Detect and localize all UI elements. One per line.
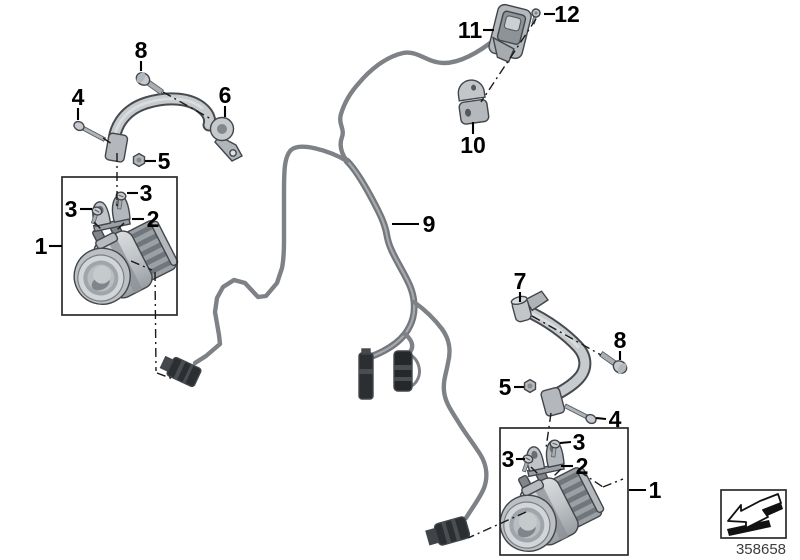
hex-bolt-left xyxy=(133,69,166,98)
callout-8-right[interactable]: 8 xyxy=(614,327,627,353)
connector-stub-a xyxy=(358,348,374,400)
callout-10[interactable]: 10 xyxy=(460,132,486,158)
switch-screw xyxy=(531,8,541,25)
callout-9[interactable]: 9 xyxy=(423,211,436,237)
harness-trunk-highlight xyxy=(345,159,416,359)
callout-11[interactable]: 11 xyxy=(458,17,483,43)
callout-3-left-side[interactable]: 3 xyxy=(65,196,78,222)
hex-nut-right xyxy=(523,378,537,394)
callout-7[interactable]: 7 xyxy=(514,268,527,294)
bar-clamp-block-right xyxy=(540,387,566,417)
callout-1-right[interactable]: 1 xyxy=(649,477,662,503)
callout-12[interactable]: 12 xyxy=(554,1,580,27)
callout-5-right[interactable]: 5 xyxy=(499,374,512,400)
alignment-lines xyxy=(93,18,624,539)
callout-5-left[interactable]: 5 xyxy=(158,148,171,174)
hex-bolt-right xyxy=(597,348,630,377)
mounting-bar-right xyxy=(520,304,592,403)
harness-left-branch xyxy=(192,144,350,366)
switch-assembly xyxy=(488,3,532,64)
callout-3-right-side[interactable]: 3 xyxy=(502,446,515,472)
harness-trunk xyxy=(343,157,418,361)
harness-branch-connector xyxy=(402,331,415,356)
bracket-left xyxy=(209,116,243,162)
callout-labels: 8 4 6 5 3 3 2 1 11 12 10 9 7 8 5 4 3 3 2… xyxy=(35,1,662,503)
callout-2-right[interactable]: 2 xyxy=(576,453,589,479)
callout-leader xyxy=(559,440,572,445)
long-screw-right xyxy=(562,401,599,426)
callout-8-left[interactable]: 8 xyxy=(135,37,148,63)
connector-stub-b xyxy=(393,350,413,392)
connector-right-lamp xyxy=(425,516,471,546)
wiring-harness xyxy=(192,34,501,521)
callout-1-left[interactable]: 1 xyxy=(35,233,48,259)
callout-leaders xyxy=(49,12,646,492)
long-screw-left xyxy=(71,119,108,145)
hex-nut-left xyxy=(132,152,146,168)
bar-clamp-block-left xyxy=(104,132,129,163)
callout-6[interactable]: 6 xyxy=(219,82,232,108)
callout-3-left-top[interactable]: 3 xyxy=(140,180,153,206)
callout-4-left[interactable]: 4 xyxy=(72,84,85,110)
callout-2-left[interactable]: 2 xyxy=(147,206,160,232)
callout-3-right-top[interactable]: 3 xyxy=(573,429,586,455)
bracket-right xyxy=(510,290,550,323)
callout-4-right[interactable]: 4 xyxy=(609,406,622,432)
switch-cable xyxy=(338,34,501,164)
handlebar-clamp xyxy=(457,79,490,125)
mounting-bar-left xyxy=(107,92,217,157)
connector-left-lamp xyxy=(159,355,202,388)
direction-arrow-icon xyxy=(720,489,787,539)
assembly-box-right xyxy=(499,427,629,556)
part-number: 358658 xyxy=(736,541,786,558)
callout-leader xyxy=(595,416,607,421)
harness-right-branch xyxy=(411,299,489,521)
